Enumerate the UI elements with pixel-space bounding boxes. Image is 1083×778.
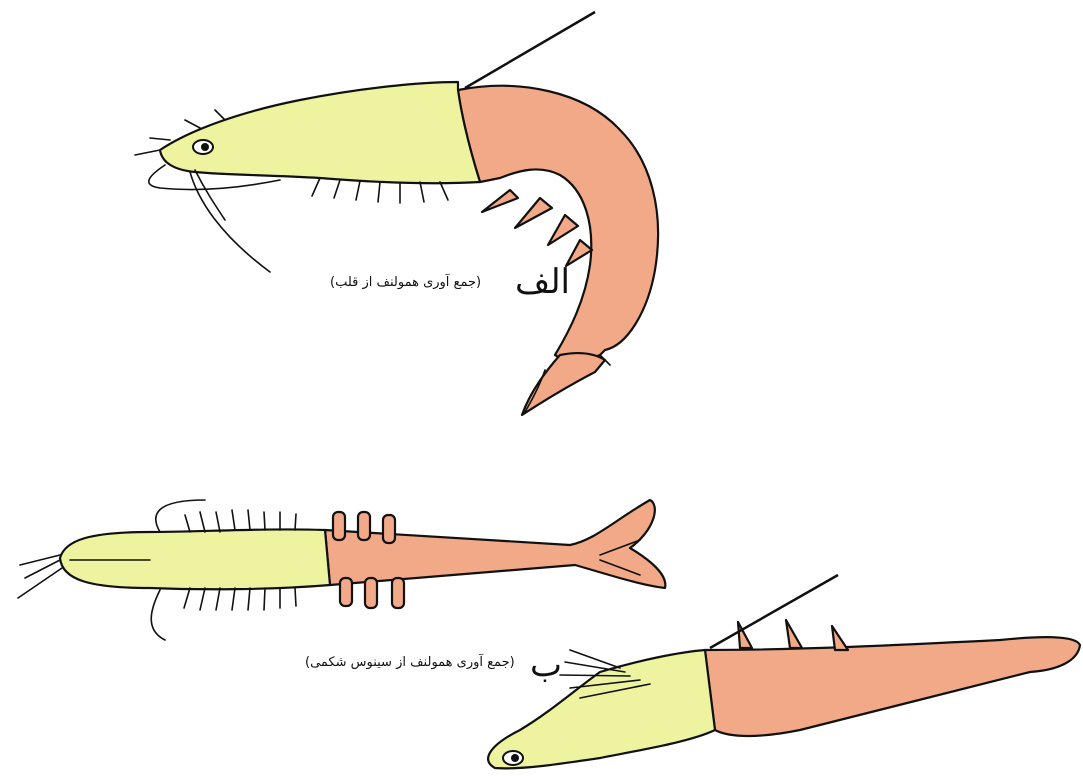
figure-a-letter: الف: [515, 262, 570, 302]
shrimp-b-abdomen: [325, 500, 665, 588]
shrimp-b2-pupil: [511, 754, 519, 762]
shrimp-b-claw-bottom: [151, 590, 165, 640]
shrimp-a-cephalothorax: [160, 82, 480, 183]
shrimp-b-antennae: [18, 555, 62, 598]
shrimp-b2-abdomen: [705, 637, 1080, 736]
shrimp-a-needle: [465, 12, 595, 88]
shrimp-b-ventral: [18, 500, 665, 640]
figure-b-letter: ب: [530, 645, 562, 685]
shrimp-a-abdomen: [458, 86, 658, 359]
shrimp-a-pleopods: [482, 190, 592, 266]
shrimp-a-pupil: [201, 143, 209, 151]
shrimp-b-claw-top: [156, 500, 205, 532]
shrimp-a-tail: [522, 353, 605, 415]
shrimp-b2-needle: [710, 575, 838, 648]
shrimp-b-lateral: [488, 575, 1080, 768]
figure-b-caption: (جمع آوری همولنف از سینوس شکمی): [305, 655, 515, 670]
shrimp-a-lateral: [135, 12, 658, 415]
figure-a-caption: (جمع آوری همولنف از قلب): [330, 275, 481, 290]
shrimp-b2-spines: [738, 620, 848, 650]
